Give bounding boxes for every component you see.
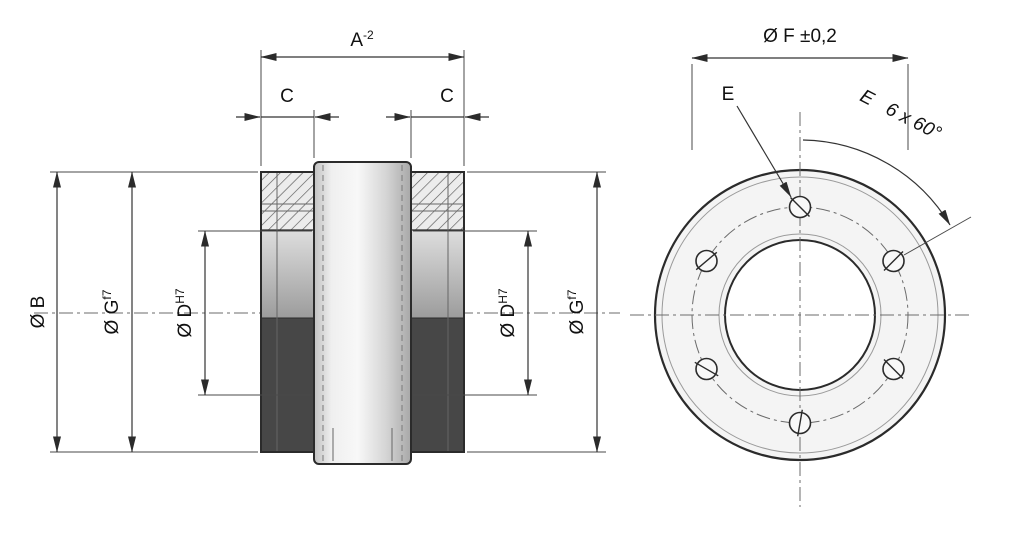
dim-g-right-label: Ø Gf7 (565, 289, 588, 334)
bolt-hole (788, 409, 812, 437)
sleeve-cylinder (313, 161, 412, 465)
left-hub-hatch (261, 172, 314, 230)
dim-b-label: Ø B (28, 296, 49, 329)
bolt-hole (695, 249, 718, 273)
front-view: Ø F ±0,2 E E6 x 60° (630, 26, 972, 507)
pattern-angle-arc (802, 139, 951, 226)
dim-a-label: A-2 (350, 28, 374, 51)
dim-diameter-g-left: Ø Gf7 (100, 171, 136, 453)
right-hub-hatch (411, 172, 464, 230)
left-hub-section (260, 171, 315, 453)
dim-a: A-2 (260, 28, 465, 61)
dim-c-right-label: C (440, 86, 454, 107)
hole-callout-e: E (722, 84, 792, 198)
dim-c-right: C (386, 86, 489, 121)
dim-diameter-g-right: Ø Gf7 (565, 171, 601, 453)
dim-c-left: C (236, 86, 339, 121)
dim-g-left-label: Ø Gf7 (100, 289, 123, 334)
dim-d-right-label: Ø DH7 (496, 288, 519, 337)
dim-diameter-f: Ø F ±0,2 (691, 26, 909, 150)
dim-f-label: Ø F ±0,2 (763, 26, 837, 47)
left-hub-lower-section (261, 318, 314, 452)
hole-pattern-label: E6 x 60° (857, 86, 945, 145)
section-extension-lines (50, 50, 606, 453)
bolt-hole (788, 195, 812, 219)
bolt-hole (882, 357, 905, 381)
dim-c-left-label: C (280, 86, 294, 107)
hole-callout-e-label: E (722, 84, 735, 105)
dim-diameter-d-left: Ø DH7 (173, 230, 209, 396)
dim-diameter-b: Ø B (28, 171, 61, 453)
bolt-hole (882, 249, 905, 273)
bolt-holes (694, 195, 905, 437)
dim-diameter-d-right: Ø DH7 (496, 230, 532, 396)
right-hub-section (410, 171, 465, 453)
pattern-extension-line (903, 216, 972, 256)
section-view: A-2 C C Ø B Ø Gf7 Ø DH7 (28, 28, 620, 465)
right-hub-lower-section (411, 318, 464, 452)
dim-d-left-label: Ø DH7 (173, 288, 196, 337)
bolt-hole (694, 357, 719, 381)
